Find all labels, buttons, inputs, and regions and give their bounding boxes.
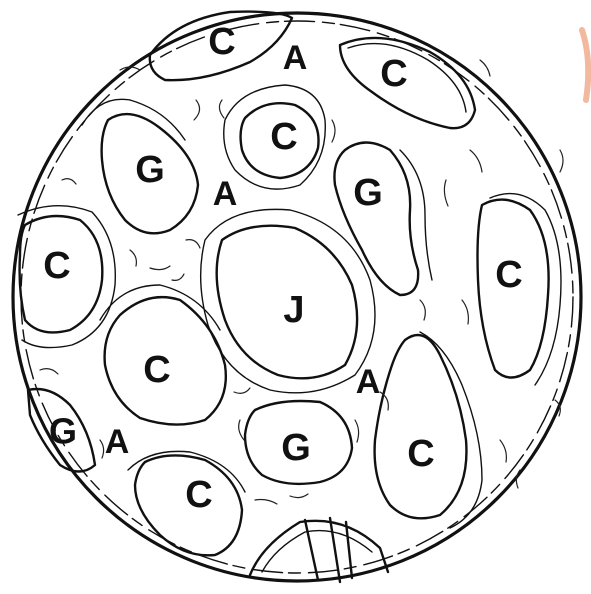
label-a-center: A [356,363,381,401]
region-c-lower-right [375,332,482,528]
label-c-left: C [43,245,70,287]
label-c-center-left: C [143,349,170,391]
label-c-right: C [495,254,522,296]
label-c-lower-left: C [185,474,212,516]
label-a-top: A [283,39,308,77]
label-c-lower-right: C [407,433,434,475]
label-a-lower-left: A [105,423,130,461]
label-j-center: J [283,289,304,331]
label-g-lower-center: G [281,427,311,469]
label-g-upper-left: G [135,149,165,191]
label-a-upper: A [213,175,238,213]
label-c-upper-center: C [270,116,297,158]
region-g-upper-right [334,143,432,296]
edge-accent [582,30,588,100]
label-c-upper-right: C [380,53,407,95]
label-g-lower-left: G [49,411,77,452]
label-c-top: C [208,21,235,63]
label-g-upper-right: G [353,172,383,214]
